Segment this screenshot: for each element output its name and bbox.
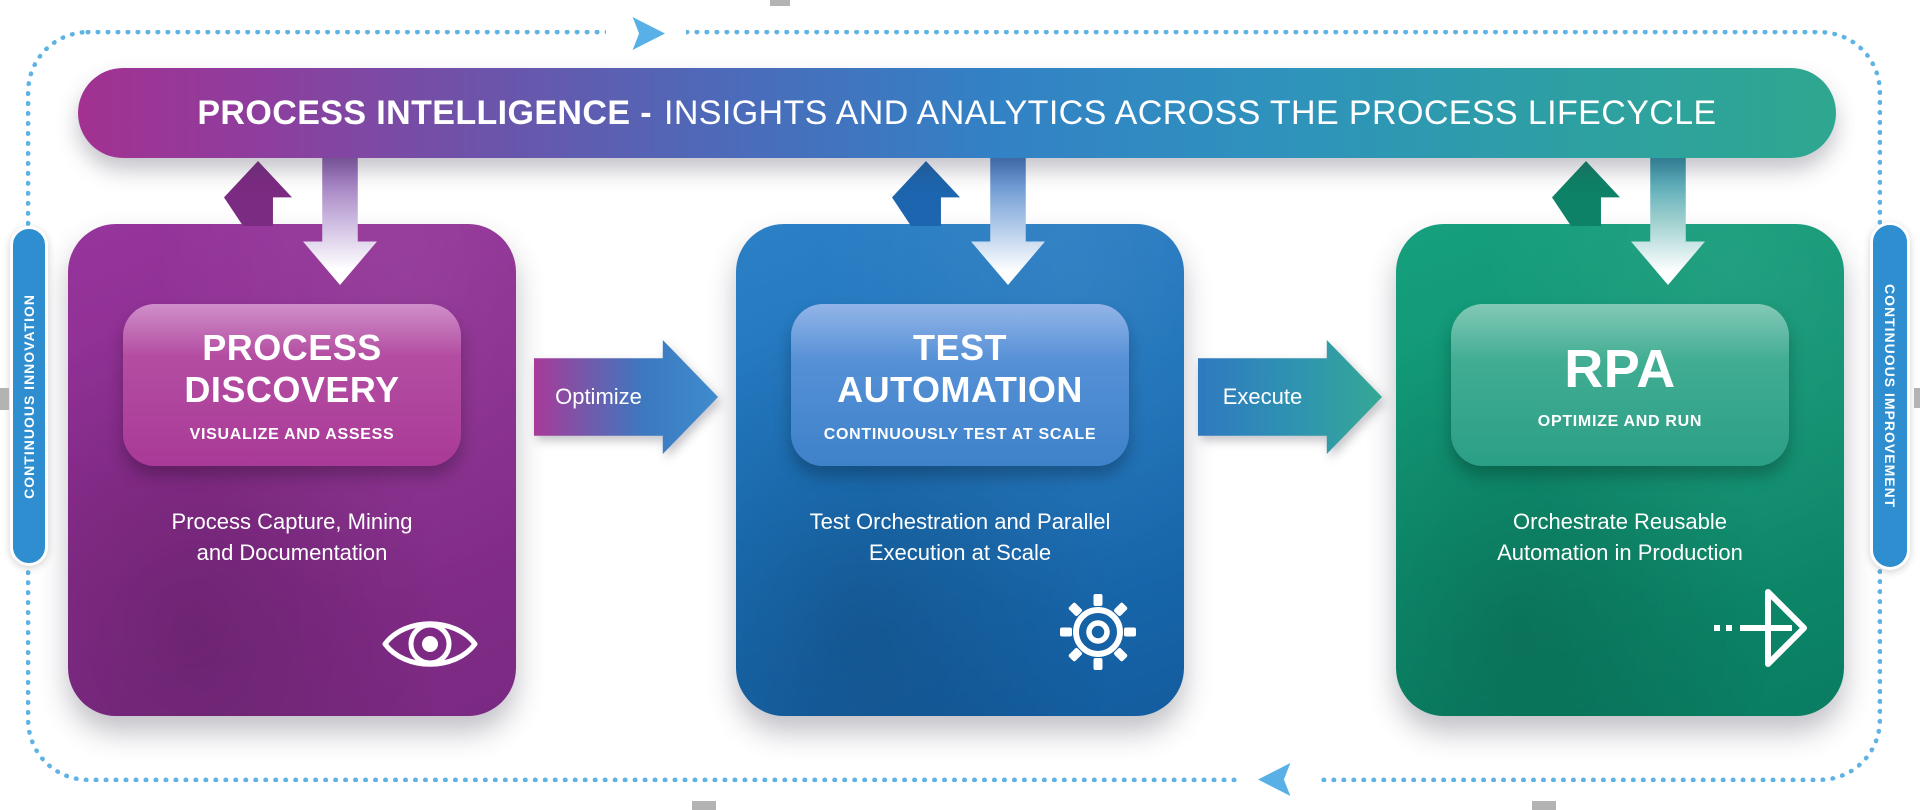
connector-label: Optimize xyxy=(555,384,642,409)
continuous-improvement-label: CONTINUOUS IMPROVEMENT xyxy=(1870,222,1910,570)
stage-description: Test Orchestration and Parallel Executio… xyxy=(736,506,1184,568)
stage-title-line: PROCESS xyxy=(202,326,382,368)
stage-card-test-automation: TEST AUTOMATION CONTINUOUSLY TEST AT SCA… xyxy=(736,224,1184,716)
process-intelligence-banner: PROCESS INTELLIGENCE - INSIGHTS AND ANAL… xyxy=(78,68,1836,158)
stage-card-rpa: RPA OPTIMIZE AND RUN Orchestrate Reusabl… xyxy=(1396,224,1844,716)
stage-title-line: AUTOMATION xyxy=(837,368,1083,410)
forward-arrow-icon xyxy=(1714,589,1807,667)
screen-artifact xyxy=(1914,388,1920,408)
stage-title-pill: TEST AUTOMATION CONTINUOUSLY TEST AT SCA… xyxy=(791,304,1129,466)
optimize-arrow: Optimize xyxy=(534,340,718,454)
screen-artifact xyxy=(1532,801,1556,810)
stage-card-process-discovery: PROCESS DISCOVERY VISUALIZE AND ASSESS P… xyxy=(68,224,516,716)
gear-icon xyxy=(1060,594,1136,670)
continuous-innovation-label: CONTINUOUS INNOVATION xyxy=(10,226,48,566)
execute-arrow: Execute xyxy=(1198,340,1382,454)
banner-title-bold: PROCESS INTELLIGENCE - xyxy=(197,93,652,132)
screen-artifact xyxy=(692,801,716,810)
screen-artifact xyxy=(770,0,790,6)
stage-title-line: TEST xyxy=(912,326,1007,368)
stage-title-pill: RPA OPTIMIZE AND RUN xyxy=(1451,304,1789,466)
side-label-text: CONTINUOUS IMPROVEMENT xyxy=(1882,283,1898,509)
banner-title-regular: INSIGHTS AND ANALYTICS ACROSS THE PROCES… xyxy=(663,93,1717,132)
stage-description-line: Test Orchestration and Parallel xyxy=(809,509,1111,534)
stage-description-line: Automation in Production xyxy=(1497,540,1743,565)
stage-description-line: Execution at Scale xyxy=(868,540,1052,565)
stage-subtitle: OPTIMIZE AND RUN xyxy=(1537,412,1703,430)
eye-icon xyxy=(382,621,478,667)
stage-description: Process Capture, Mining and Documentatio… xyxy=(68,506,516,568)
stage-title-line: DISCOVERY xyxy=(184,368,400,410)
side-label-text: CONTINUOUS INNOVATION xyxy=(21,293,37,499)
stage-subtitle: CONTINUOUSLY TEST AT SCALE xyxy=(823,425,1097,443)
screen-artifact xyxy=(0,388,9,410)
stage-title-pill: PROCESS DISCOVERY VISUALIZE AND ASSESS xyxy=(123,304,461,466)
stage-description-line: Orchestrate Reusable xyxy=(1513,509,1727,534)
stage-subtitle: VISUALIZE AND ASSESS xyxy=(189,425,395,443)
stage-description-line: and Documentation xyxy=(196,540,388,565)
stage-description: Orchestrate Reusable Automation in Produ… xyxy=(1396,506,1844,568)
stage-description-line: Process Capture, Mining xyxy=(171,509,413,534)
connector-label: Execute xyxy=(1222,384,1303,409)
stage-title-line: RPA xyxy=(1564,338,1676,399)
